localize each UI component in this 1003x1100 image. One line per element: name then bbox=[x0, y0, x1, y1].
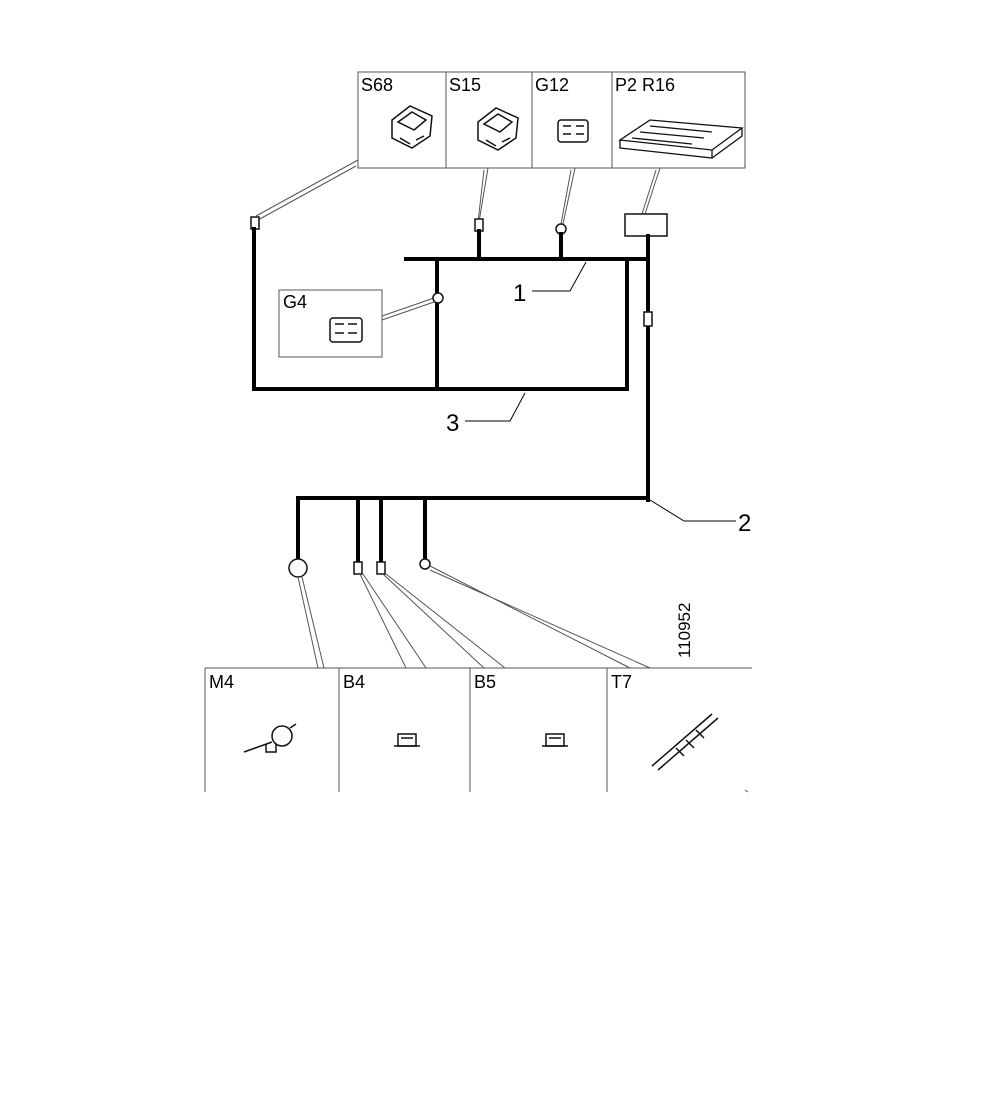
reference-number: 110952 bbox=[675, 603, 694, 658]
component-box-g4 bbox=[278, 289, 383, 358]
rocker-switch-icon bbox=[391, 105, 433, 149]
label-m4: M4 bbox=[209, 672, 234, 692]
motor-icon bbox=[243, 723, 297, 753]
glow-plug-icon bbox=[651, 713, 719, 771]
connector-t7 bbox=[419, 558, 431, 570]
harness-main bbox=[252, 227, 650, 502]
label-g4: G4 bbox=[283, 292, 307, 312]
callout-leader-2 bbox=[649, 499, 736, 522]
leader-lines-bottom bbox=[297, 565, 651, 669]
sensor-icon bbox=[542, 733, 568, 747]
sensor-connector-icon bbox=[329, 317, 363, 343]
label-p2r16: P2 R16 bbox=[615, 75, 675, 95]
component-box-p2r16 bbox=[611, 71, 746, 169]
leader-lines-top bbox=[255, 159, 661, 225]
connector-b4 bbox=[353, 561, 363, 575]
circuit-board-icon bbox=[618, 119, 744, 159]
callout-leader-3 bbox=[465, 392, 526, 422]
leader-line-g4 bbox=[381, 297, 435, 321]
harness-lower bbox=[296, 496, 650, 564]
inline-connector bbox=[643, 311, 653, 327]
connector-p2r16 bbox=[624, 213, 668, 237]
bottom-component-row bbox=[204, 667, 752, 793]
label-s68: S68 bbox=[361, 75, 393, 95]
callout-1: 1 bbox=[513, 280, 526, 307]
connector-b5 bbox=[376, 561, 386, 575]
label-b4: B4 bbox=[343, 672, 365, 692]
sensor-icon bbox=[394, 733, 420, 747]
label-t7: T7 bbox=[611, 672, 632, 692]
label-b5: B5 bbox=[474, 672, 496, 692]
top-component-row bbox=[357, 71, 746, 169]
callout-3: 3 bbox=[446, 410, 459, 437]
sensor-connector-icon bbox=[557, 119, 589, 143]
callout-leader-1 bbox=[532, 261, 587, 292]
label-g12: G12 bbox=[535, 75, 569, 95]
callout-2: 2 bbox=[738, 510, 751, 537]
connector-m4 bbox=[288, 558, 308, 578]
connector-g4 bbox=[432, 292, 444, 304]
label-s15: S15 bbox=[449, 75, 481, 95]
rocker-switch-icon bbox=[477, 107, 519, 151]
